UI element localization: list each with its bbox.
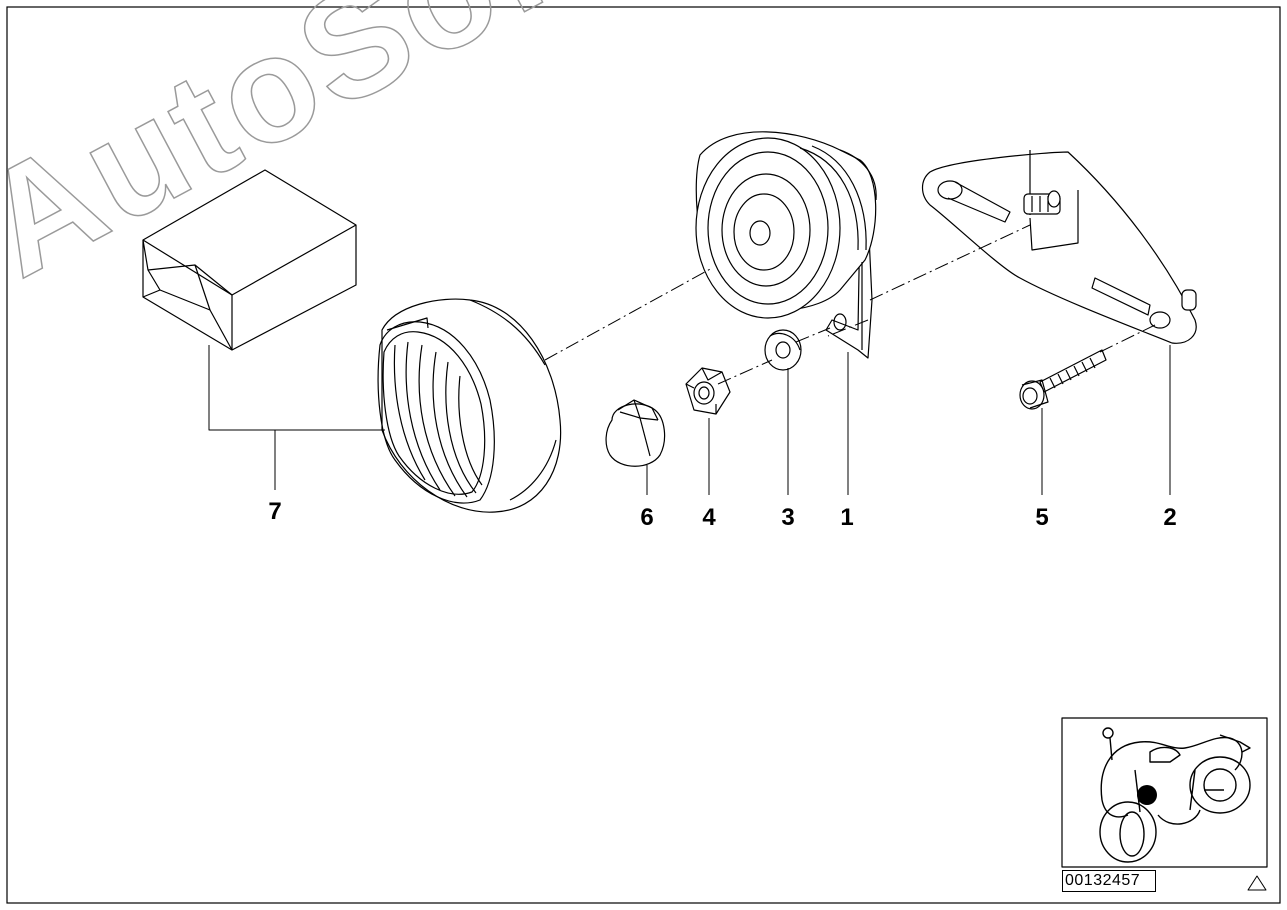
part-6-capnut: [605, 399, 666, 467]
callout-3: 3: [781, 504, 795, 531]
motorcycle-locator-icon: [1099, 727, 1251, 863]
callout-1: 1: [840, 504, 854, 531]
svg-text:AutoSoft: AutoSoft: [0, 0, 620, 300]
callout-6: 6: [640, 504, 654, 531]
part-5-screw: [1019, 349, 1107, 410]
watermark-logo: AutoSoft: [0, 0, 620, 300]
locator-inset: [1061, 717, 1268, 868]
callout-7: 7: [268, 498, 282, 525]
leader-lines: [208, 345, 1171, 495]
part-1-horn: [695, 131, 877, 359]
callout-2: 2: [1163, 504, 1177, 531]
triangle-icon: [1247, 875, 1267, 891]
location-marker: [1137, 785, 1157, 805]
callout-5: 5: [1035, 504, 1049, 531]
diagram-number: 00132457: [1062, 870, 1156, 892]
callout-4: 4: [702, 504, 716, 531]
part-7-box: [142, 169, 357, 351]
part-7-grille: [377, 298, 562, 513]
diagram-frame: [6, 6, 1281, 904]
part-2-bracket: [921, 150, 1197, 344]
part-4-nut: [685, 367, 731, 415]
part-3-washer: [764, 329, 802, 371]
assembly-lines: [544, 224, 1156, 385]
